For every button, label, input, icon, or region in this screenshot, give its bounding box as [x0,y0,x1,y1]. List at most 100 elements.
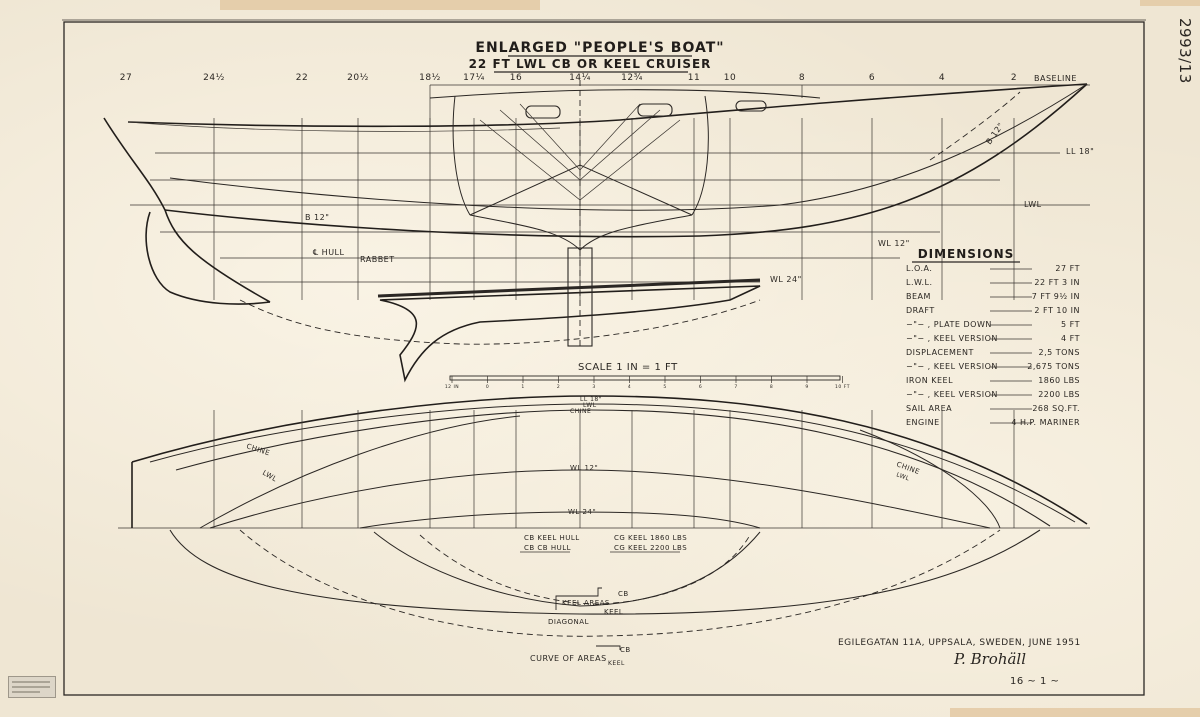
label-keel-2: KEEL [608,660,625,667]
scale-tick-label: 0 [486,384,489,390]
rudder-outline [145,211,271,305]
scale-tick-label: 1 [521,384,524,390]
deck-edge [127,121,561,132]
signature: P. Brohäll [953,650,1026,668]
dimension-label: DRAFT [906,306,935,315]
station-label: 11 [688,73,700,83]
scale-tick-label: 9 [805,384,808,390]
tape-top-right [1140,0,1200,6]
station-label: 24½ [203,73,225,83]
sheet-number: 16 ~ 1 ~ [1010,676,1059,687]
body-plan-bottom [469,164,693,216]
curve-of-areas: CB KEEL HULL CB CB HULL CG KEEL 1860 LBS… [169,529,1041,667]
label-keel-1: KEEL [604,608,623,616]
label-curve-of-areas: CURVE OF AREAS [530,654,607,663]
station-label: 4 [939,73,945,83]
dimensions-heading: DIMENSIONS [918,247,1015,261]
label-rabbet: RABBET [360,255,395,264]
address-line: EGILEGATAN 11A, UPPSALA, SWEDEN, JUNE 19… [838,638,1081,648]
keel-outline [379,285,761,383]
plan-label-lwl-aft: LWL [261,469,279,484]
label-wl18-profile: LL 18" [1066,147,1094,156]
cb-areas-dashed [419,534,751,605]
label-cl-hull: ℄ HULL [313,248,345,257]
baseline-label: BASELINE [1034,74,1077,83]
dimension-label: −"− , KEEL VERSION [906,334,998,343]
plan-chine [175,409,1051,527]
station-label: 17¼ [463,73,485,83]
dimension-label: BEAM [906,292,931,301]
porthole-2 [637,103,673,117]
half-breadth-plan: LL 18" LWL CHINE CHINE LWL CHINE LWL WL … [118,395,1090,529]
profile-view: B 12" B 12" ℄ HULL RABBET LWL LL 18" WL … [103,80,1094,383]
dimension-value: 4 H.P. MARINER [1011,418,1080,427]
dimension-value: 7 FT 9½ IN [1032,292,1080,301]
scale-tick-label: 2 [557,384,560,390]
dimension-label: −"− , KEEL VERSION [906,390,998,399]
dimension-label: DISPLACEMENT [906,348,974,357]
label-b12-aft: B 12" [305,213,329,222]
dimension-value: 5 FT [1061,320,1080,329]
scale-tick-label: 4 [628,384,631,390]
cb-marker-2 [596,645,621,650]
station-label: 2 [1011,73,1017,83]
scale-tick-label: 5 [663,384,666,390]
archive-number: 2993/13 [1176,18,1194,84]
plan-sheer [131,395,1088,525]
scale-tick-label: 7 [734,384,737,390]
dimension-label: SAIL AREA [906,404,952,413]
station-label: 10 [724,73,736,83]
scale-tick-label: 12 IN [445,384,459,390]
dimension-value: 4 FT [1061,334,1080,343]
porthole-1 [525,105,561,119]
label-lwl-profile: LWL [1024,200,1042,209]
dimension-value: 22 FT 3 IN [1034,278,1080,287]
dimension-value: 2200 LBS [1038,390,1080,399]
scale-label: SCALE 1 IN = 1 FT [578,362,678,373]
plan-label-wl18: LL 18" [580,396,602,403]
station-label: 8 [799,73,805,83]
dimensions-table: DIMENSIONS L.O.A.27 FTL.W.L.22 FT 3 INBE… [906,247,1080,427]
station-label: 14¼ [569,73,591,83]
station-label: 27 [120,73,132,83]
tape-top [220,0,540,10]
dimension-label: −"− , PLATE DOWN [906,320,992,329]
buttock-line [169,83,1088,211]
label-cg-keel-2200: CG KEEL 2200 LBS [614,544,687,552]
station-label: 6 [869,73,875,83]
station-label: 18½ [419,73,441,83]
plan-wl24 [359,511,761,529]
plan-station-lines [213,410,1015,528]
porthole-3 [735,100,767,112]
cb-marker-1 [555,587,602,610]
scale-rule [449,375,841,381]
label-keel-areas: KEEL AREAS [562,599,610,607]
body-plan-keel [469,214,693,251]
sheer-line [127,83,1088,128]
tape-bottom [950,708,1200,717]
b12-fwd-dashed [929,91,1021,161]
body-plan-sections [479,103,681,201]
body-plan-sides [452,95,709,216]
scale-tick-label: 10 FT [835,384,850,390]
title-line-1: ENLARGED "PEOPLE'S BOAT" [475,40,724,56]
dimension-label: ENGINE [906,418,940,427]
hull-chine-profile [164,83,1088,238]
dimension-value: 268 SQ.FT. [1032,404,1080,413]
label-wl12-profile: WL 12" [878,239,910,248]
archive-stamp [8,676,56,698]
plan-wl18 [149,403,1076,523]
curve-of-areas-line [239,529,1001,637]
dimension-value: 1860 LBS [1038,376,1080,385]
label-cb-cb-hull: CB CB HULL [524,544,571,552]
dimension-label: −"− , KEEL VERSION [906,362,998,371]
transom-profile [103,117,271,303]
cabin-top [429,89,821,99]
dimension-value: 2,675 TONS [1027,362,1080,371]
plan-label-lwl: LWL [583,402,597,409]
